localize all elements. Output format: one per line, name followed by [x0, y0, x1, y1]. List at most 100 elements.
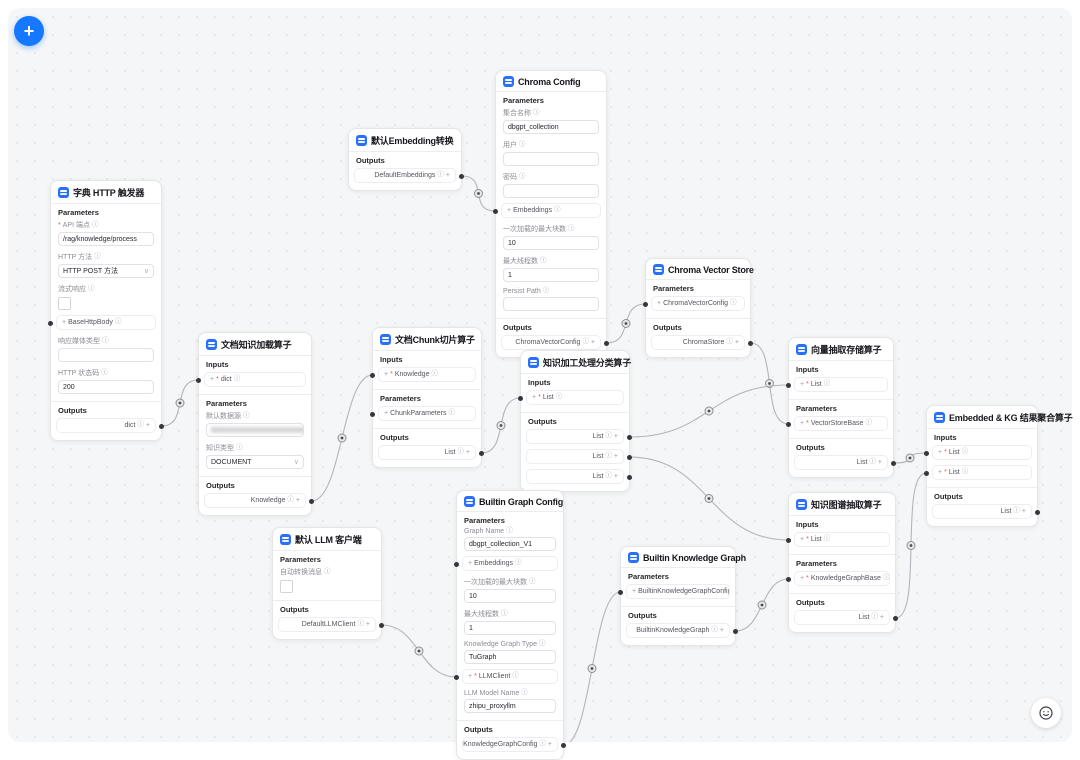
flow-edge[interactable] [750, 342, 789, 425]
param-checkbox[interactable] [280, 580, 293, 593]
port-handle[interactable] [604, 340, 609, 346]
param-input[interactable] [503, 184, 599, 198]
port-handle[interactable] [48, 320, 53, 326]
edge-midpoint-marker[interactable] [757, 600, 767, 610]
edge-midpoint-marker[interactable] [906, 541, 916, 550]
flow-edge[interactable] [606, 303, 646, 344]
edge-midpoint-marker[interactable] [337, 433, 347, 443]
edge-midpoint-marker[interactable] [704, 406, 714, 416]
port-handle[interactable] [618, 589, 623, 595]
param-input[interactable]: /rag/knowledge/process [58, 232, 154, 246]
port-handle[interactable] [454, 561, 459, 567]
port-handle[interactable] [1035, 509, 1040, 515]
param-input[interactable]: 10 [503, 236, 599, 250]
add-node-button[interactable]: + [14, 16, 44, 46]
edge-midpoint-marker[interactable] [474, 189, 483, 198]
port-handle[interactable] [748, 340, 753, 346]
port-handle[interactable] [493, 208, 498, 214]
flow-edge[interactable] [629, 456, 789, 541]
port-handle[interactable] [627, 454, 632, 460]
flow-edge[interactable] [735, 578, 789, 632]
port-handle[interactable] [924, 450, 929, 456]
port-handle[interactable] [786, 382, 791, 388]
param-input[interactable]: 1 [464, 621, 556, 635]
port-handle[interactable] [893, 615, 898, 621]
param-input[interactable] [503, 152, 599, 166]
flow-edge[interactable] [564, 591, 621, 742]
param-input[interactable]: 200 [58, 380, 154, 394]
port-handle[interactable] [379, 622, 384, 628]
port-handle[interactable] [643, 301, 648, 307]
flow-edge[interactable] [895, 472, 927, 619]
param-input[interactable]: dbgpt_collection [503, 120, 599, 134]
port-handle[interactable] [627, 434, 632, 440]
param-input[interactable]: 1 [503, 268, 599, 282]
flow-edge[interactable] [481, 397, 521, 454]
edge-midpoint-marker[interactable] [905, 453, 915, 463]
flow-edge[interactable] [161, 379, 199, 427]
input-handle-row[interactable]: +BuiltinKnowledgeGraphConfigⓘ [626, 584, 730, 599]
flow-edge[interactable] [311, 374, 373, 502]
param-input[interactable]: zhipu_proxyllm [464, 699, 556, 713]
port-handle[interactable] [924, 470, 929, 476]
port-handle[interactable] [459, 173, 464, 179]
port-handle[interactable] [627, 474, 632, 480]
param-input[interactable]: Axxxxxxxxxxxxxxxxxxxxxxxxxxxxxxxx [206, 423, 304, 437]
edge-midpoint-marker[interactable] [765, 379, 774, 388]
port-handle[interactable] [454, 674, 459, 680]
edge-midpoint-marker[interactable] [175, 398, 185, 408]
port-handle[interactable] [370, 372, 375, 378]
port-handle[interactable] [786, 537, 791, 543]
edge-midpoint-marker[interactable] [587, 664, 597, 673]
param-input[interactable]: dbgpt_collection_V1 [464, 537, 556, 551]
edge-midpoint-marker[interactable] [496, 421, 506, 430]
param-input[interactable] [503, 297, 599, 311]
flow-edge[interactable] [629, 384, 789, 438]
port-handle[interactable] [733, 628, 738, 634]
port-handle[interactable] [370, 411, 375, 417]
port-handle[interactable] [891, 460, 896, 466]
port-handle[interactable] [479, 450, 484, 456]
port-handle[interactable] [159, 423, 164, 429]
param-input[interactable] [58, 348, 154, 362]
edge-midpoint-marker[interactable] [621, 319, 631, 328]
port-handle[interactable] [786, 421, 791, 427]
edge-midpoint-marker[interactable] [414, 646, 424, 656]
param-select[interactable]: DOCUMENT∨ [206, 455, 304, 469]
flow-edge[interactable] [893, 452, 927, 464]
